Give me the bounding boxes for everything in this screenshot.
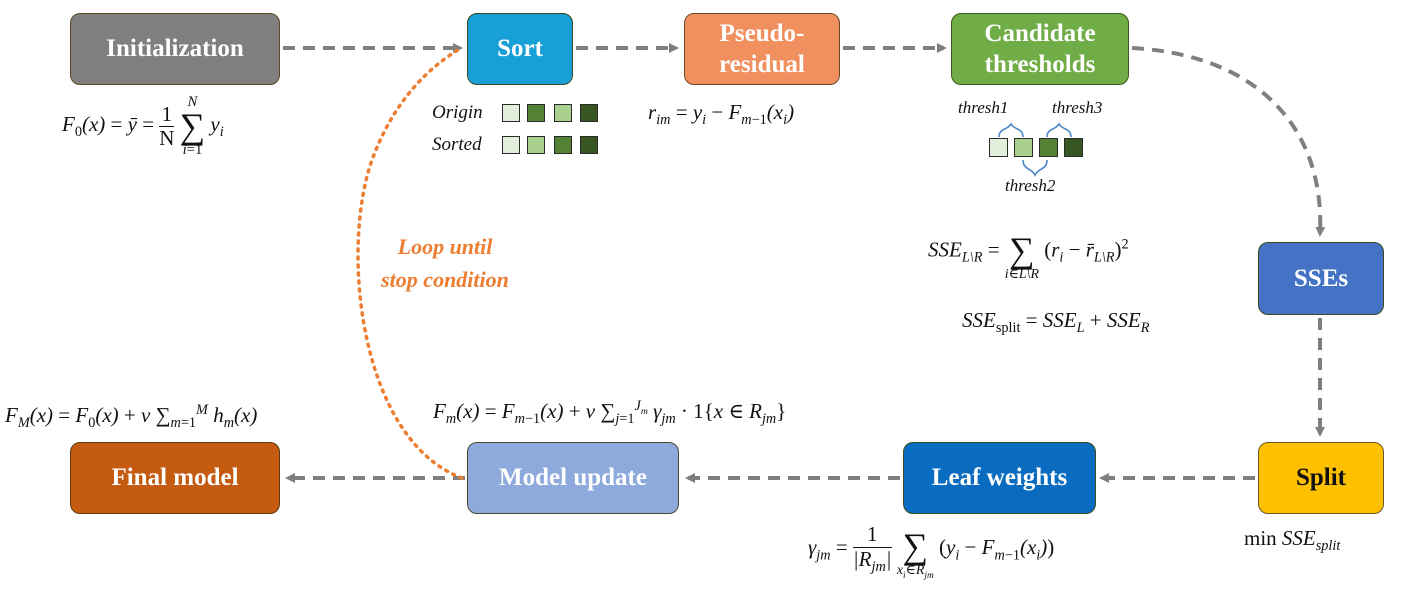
threshold-square-4 xyxy=(1064,138,1083,157)
loop-label: Loop until stop condition xyxy=(381,234,509,292)
final-model-node: Final model xyxy=(70,442,280,514)
leaf-weights-formula: γjm = 1|Rjm| ∑xi∈Rjm (yi − Fm−1(xi)) xyxy=(808,522,1055,581)
sort-node: Sort xyxy=(467,13,573,85)
origin-square-4 xyxy=(580,104,598,122)
sse-lr-formula: SSEL\R = ∑i∈L\R (ri − r̄L\R)2 xyxy=(928,229,1129,281)
pseudo-residual-formula: rim = yi − Fm−1(xi) xyxy=(648,100,795,129)
thresh2-label: thresh2 xyxy=(1005,176,1056,195)
threshold-square-1 xyxy=(989,138,1008,157)
threshold-braces xyxy=(998,122,1072,178)
final-model-formula: FM(x) = F0(x) + ν ∑m=1M hm(x) xyxy=(5,402,258,432)
leaf-weights-node: Leaf weights xyxy=(903,442,1096,514)
loop-arrow xyxy=(356,48,464,480)
sorted-square-1 xyxy=(502,136,520,154)
model-update-node: Model update xyxy=(467,442,679,514)
candidate-thresholds-node: Candidate thresholds xyxy=(951,13,1129,85)
threshold-square-3 xyxy=(1039,138,1058,157)
sorted-square-3 xyxy=(554,136,572,154)
threshold-square-2 xyxy=(1014,138,1033,157)
split-node: Split xyxy=(1258,442,1384,514)
thresh3-label: thresh3 xyxy=(1052,98,1103,117)
sse-split-formula: SSEsplit = SSEL + SSER xyxy=(962,308,1150,337)
origin-square-2 xyxy=(527,104,545,122)
origin-square-1 xyxy=(502,104,520,122)
model-update-formula: Fm(x) = Fm−1(x) + ν ∑j=1Jm γjm · 1{x ∈ R… xyxy=(433,398,787,428)
origin-square-3 xyxy=(554,104,572,122)
split-objective: min SSEsplit xyxy=(1244,526,1341,555)
arrow-candidate-to-sses xyxy=(1131,46,1326,237)
sorted-square-2 xyxy=(527,136,545,154)
initialization-node: Initialization xyxy=(70,13,280,85)
sorted-label: Sorted xyxy=(432,134,482,155)
thresh1-label: thresh1 xyxy=(958,98,1009,117)
sorted-square-4 xyxy=(580,136,598,154)
sses-node: SSEs xyxy=(1258,242,1384,315)
pseudo-residual-node: Pseudo- residual xyxy=(684,13,840,85)
origin-label: Origin xyxy=(432,102,483,123)
